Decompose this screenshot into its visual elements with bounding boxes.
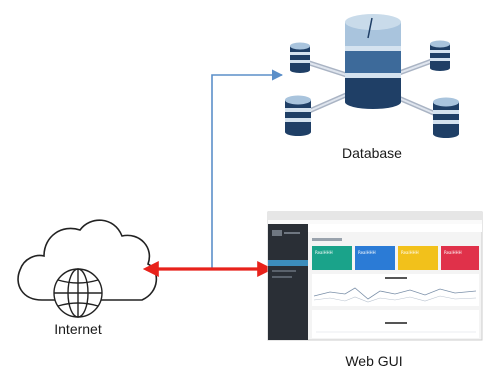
dashboard-sidebar xyxy=(268,224,308,340)
database-connector-arrow xyxy=(211,69,284,268)
satellite-database-icon xyxy=(430,40,450,71)
web-gui-screenshot: RealHHH RealHHH RealHHH RealHHH xyxy=(267,211,483,341)
dashboard-line-chart xyxy=(313,287,477,300)
satellite-database-icon xyxy=(285,95,311,136)
satellite-database-icon xyxy=(433,97,459,138)
database-label: Database xyxy=(342,145,402,161)
svg-text:RealHHH: RealHHH xyxy=(358,250,376,255)
satellite-database-icon xyxy=(290,42,310,73)
internet-label: Internet xyxy=(54,321,102,337)
svg-text:RealHHH: RealHHH xyxy=(444,250,462,255)
svg-text:RealHHH: RealHHH xyxy=(401,250,419,255)
dashboard-card: RealHHH xyxy=(441,246,479,270)
internet-cloud-icon xyxy=(17,219,158,318)
database-cluster-icon xyxy=(285,14,459,138)
dashboard-sidebar-active-item xyxy=(268,260,308,266)
globe-icon xyxy=(53,268,103,318)
central-database-icon xyxy=(345,14,401,109)
dashboard-card: RealHHH xyxy=(355,246,395,270)
web-gui-label: Web GUI xyxy=(345,353,402,369)
dashboard-card: RealHHH xyxy=(312,246,352,270)
svg-text:RealHHH: RealHHH xyxy=(315,250,333,255)
dashboard-card: RealHHH xyxy=(398,246,438,270)
